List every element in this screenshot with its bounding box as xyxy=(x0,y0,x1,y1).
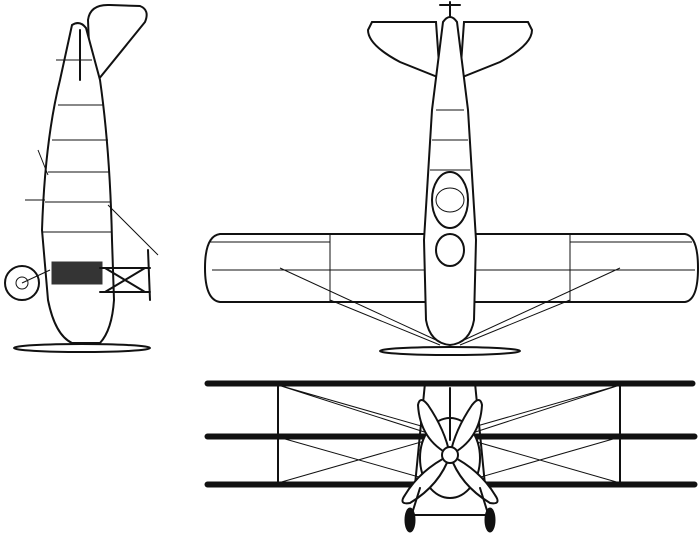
side-propeller-disc xyxy=(13,343,151,353)
front-wheel-right xyxy=(484,507,496,533)
side-view xyxy=(4,3,159,353)
top-view xyxy=(203,1,700,356)
top-tailplane xyxy=(366,21,534,80)
top-cockpit-rear xyxy=(431,171,469,229)
side-landing-gear xyxy=(99,249,151,301)
front-propeller-hub xyxy=(441,446,459,464)
side-struts xyxy=(25,149,159,256)
top-bracing-wires xyxy=(279,267,621,346)
front-wheel-left xyxy=(404,507,416,533)
top-cockpit-front xyxy=(435,233,465,267)
front-upper-wing xyxy=(204,380,696,387)
front-propeller-blades xyxy=(401,399,499,505)
top-propeller-disc xyxy=(379,346,521,356)
front-view xyxy=(204,380,698,533)
side-engine xyxy=(51,261,103,285)
side-rudder xyxy=(86,3,148,82)
